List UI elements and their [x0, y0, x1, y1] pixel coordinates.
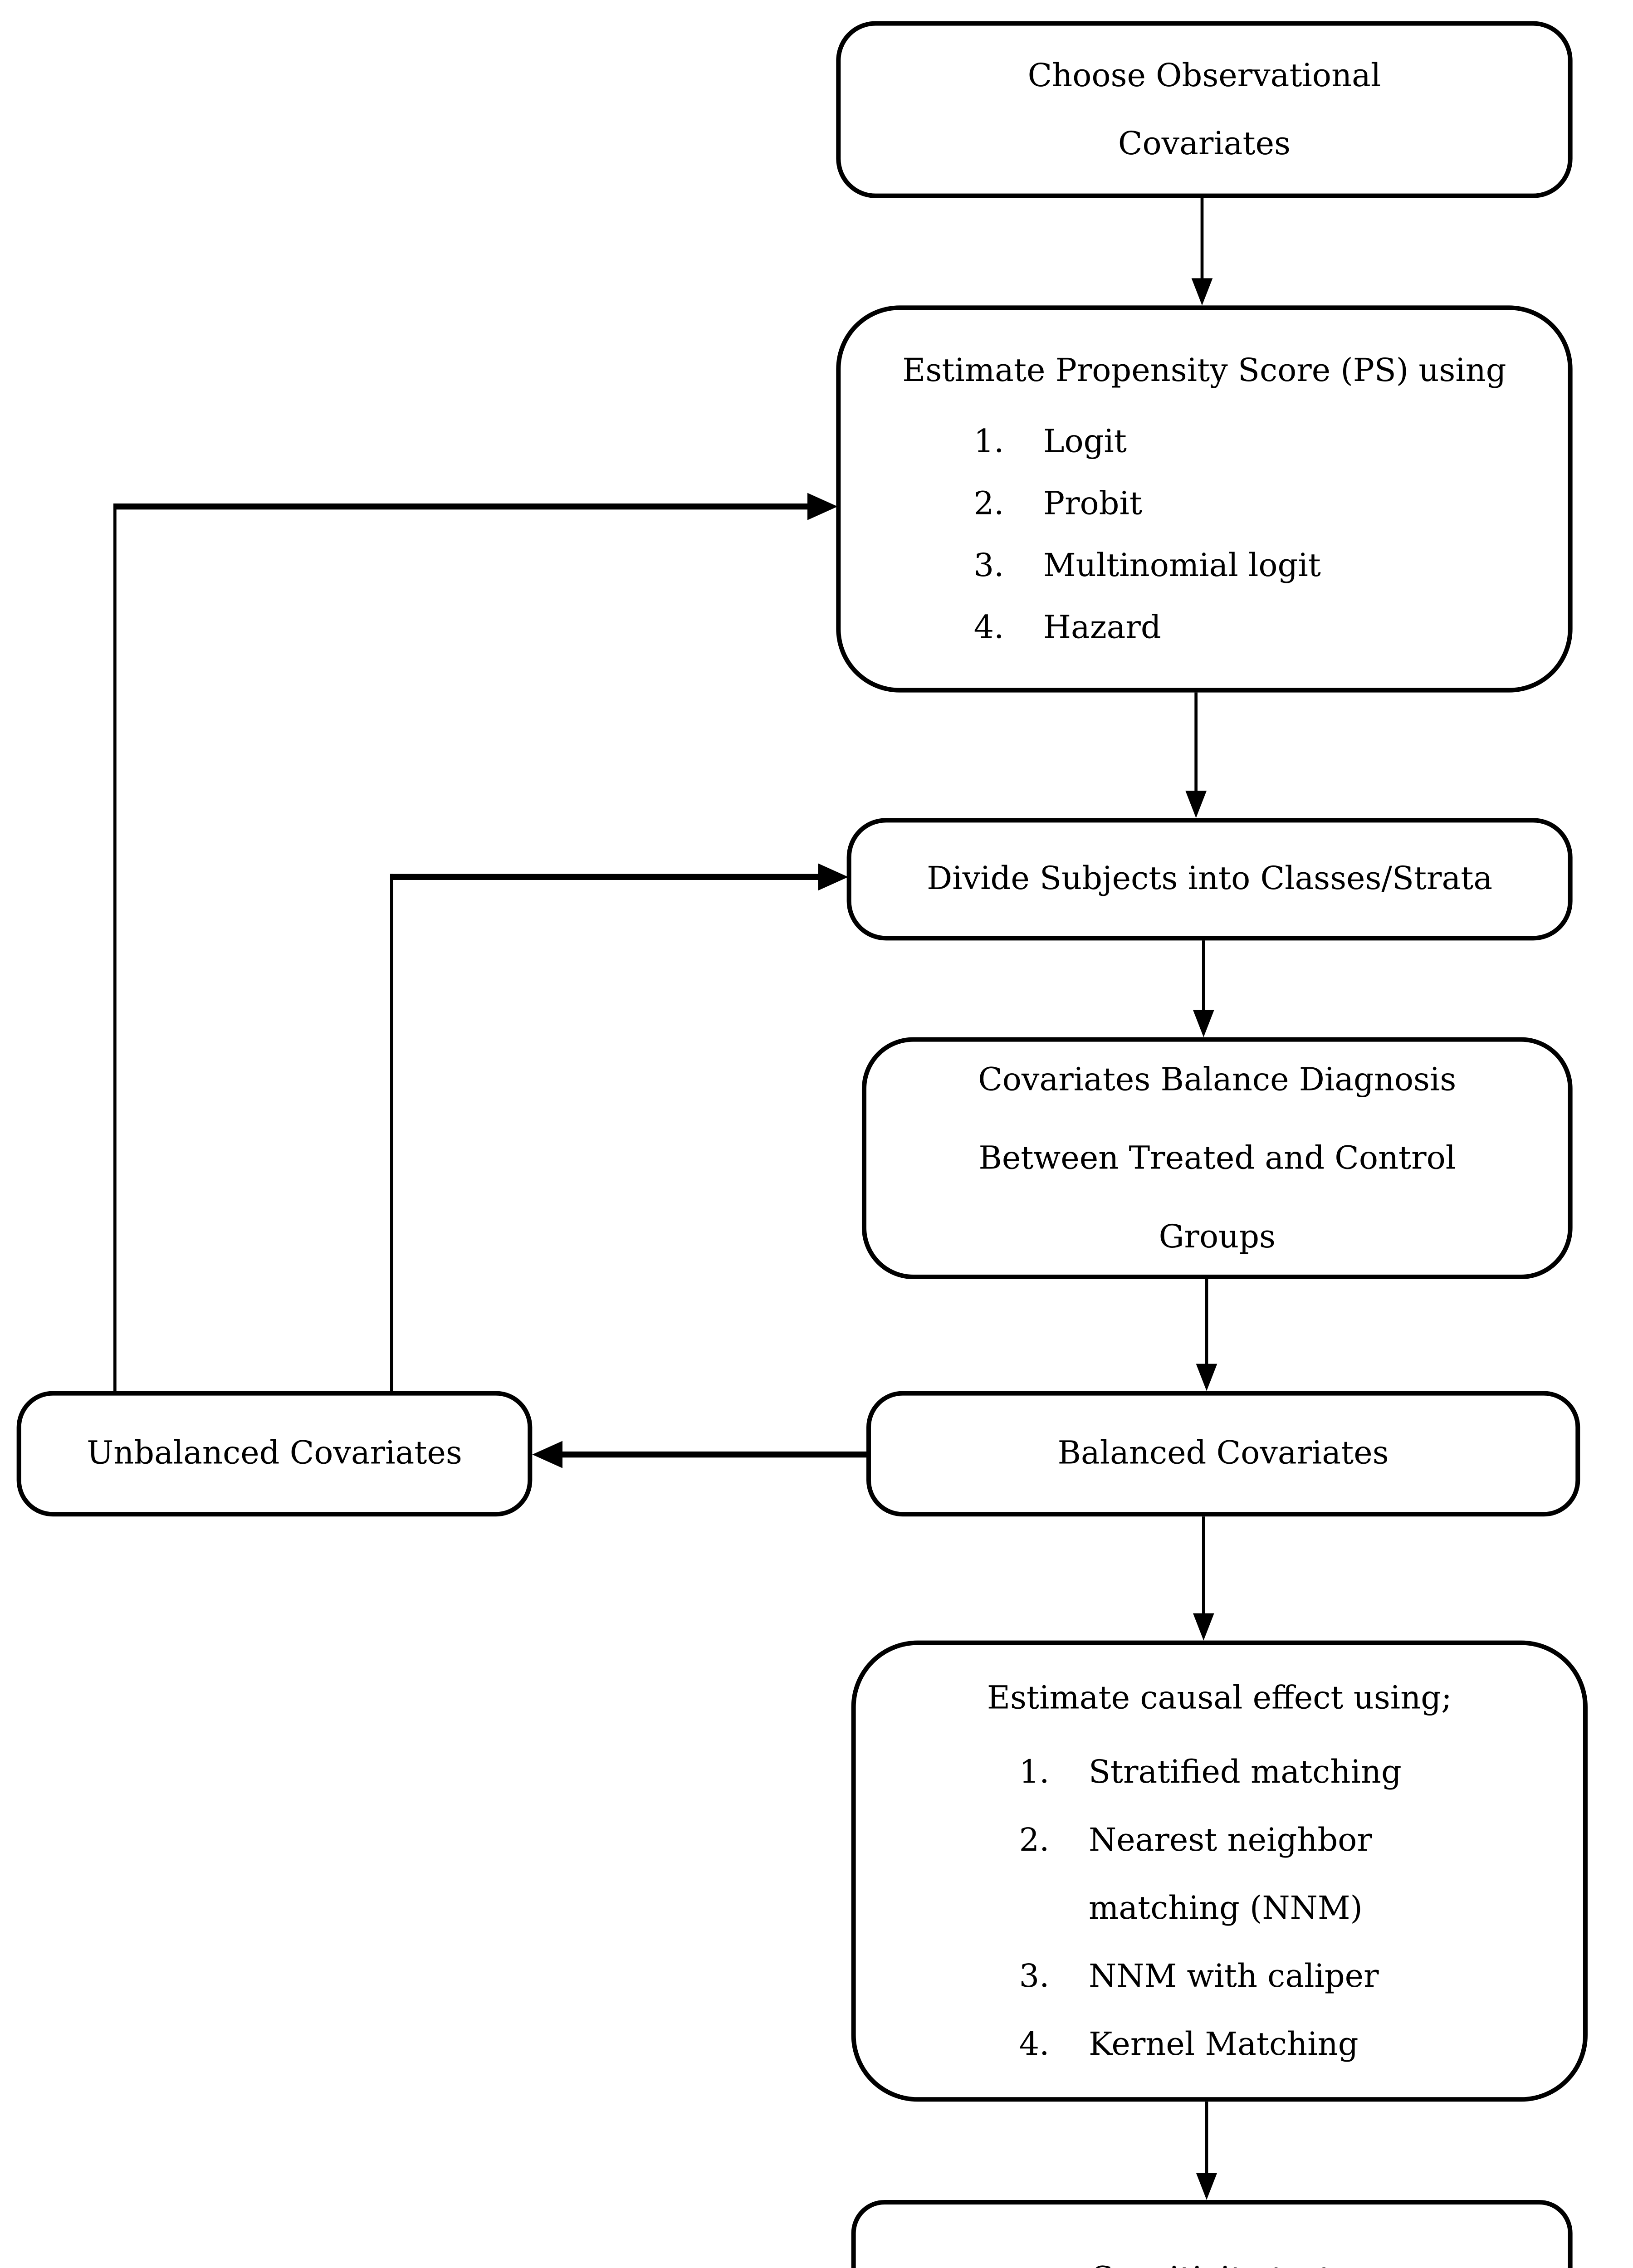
choose-line-2: Covariates — [1118, 124, 1291, 161]
estimate-causal-item-2: 2. Nearest neighbor — [1019, 1822, 1372, 1858]
node-divide-subjects: Divide Subjects into Classes/Strata — [846, 818, 1573, 941]
arrow-estimate-ps-to-divide-line — [1194, 692, 1198, 792]
arrow-balanced-to-causal-line — [1202, 1516, 1205, 1615]
feedback-unbalanced-to-estimate-ps-head — [807, 493, 838, 520]
estimate-ps-item-4: 4. Hazard — [974, 610, 1161, 646]
estimate-ps-item-2: 2. Probit — [974, 485, 1142, 522]
choose-line-1: Choose Observational — [1027, 58, 1381, 94]
estimate-causal-item-4-num: 4. — [1019, 2026, 1050, 2063]
arrow-causal-to-sensitivity-head — [1196, 2172, 1217, 2200]
feedback-unbalanced-to-divide-vline — [390, 874, 393, 1391]
arrow-balance-to-balanced-head — [1196, 1364, 1217, 1391]
estimate-causal-item-1-num: 1. — [1019, 1753, 1050, 1790]
estimate-ps-item-4-num: 4. — [973, 609, 1004, 646]
feedback-unbalanced-to-estimate-ps-vline — [113, 503, 117, 1391]
node-choose-observational-covariates: Choose Observational Covariates — [836, 21, 1573, 198]
estimate-causal-item-2-wrap: matching (NNM) — [1019, 1890, 1363, 1926]
arrow-divide-to-balance-line — [1202, 940, 1205, 1012]
estimate-causal-item-1-text: Stratified matching — [1088, 1753, 1402, 1790]
node-covariates-balance-diagnosis: Covariates Balance Diagnosis Between Tre… — [861, 1037, 1573, 1279]
arrow-balanced-to-causal-head — [1193, 1613, 1214, 1641]
arrow-choose-to-estimate-ps-head — [1191, 278, 1213, 306]
estimate-ps-item-2-text: Probit — [1043, 485, 1143, 522]
estimate-causal-item-3-text: NNM with caliper — [1088, 1958, 1379, 1995]
arrow-causal-to-sensitivity-line — [1205, 2102, 1208, 2175]
estimate-causal-item-3: 3. NNM with caliper — [1019, 1958, 1379, 1994]
estimate-ps-item-3-text: Multinomial logit — [1043, 547, 1321, 584]
balanced-label: Balanced Covariates — [1057, 1435, 1389, 1472]
balance-line-3: Groups — [1159, 1218, 1276, 1255]
divide-label: Divide Subjects into Classes/Strata — [927, 861, 1493, 898]
estimate-ps-item-1-text: Logit — [1043, 423, 1127, 459]
node-sensitivity-test: Sensitivity test — [851, 2200, 1573, 2268]
estimate-causal-item-2-text: Nearest neighbor — [1088, 1822, 1372, 1858]
estimate-ps-title: Estimate Propensity Score (PS) using — [902, 352, 1506, 388]
estimate-ps-item-3: 3. Multinomial logit — [974, 547, 1321, 584]
arrow-balanced-to-unbalanced-head — [532, 1441, 562, 1468]
estimate-causal-item-2-num: 2. — [1019, 1822, 1050, 1858]
arrow-divide-to-balance-head — [1193, 1010, 1214, 1037]
estimate-causal-item-3-num: 3. — [1019, 1958, 1050, 1995]
estimate-causal-item-2-text2: matching (NNM) — [1088, 1890, 1363, 1926]
node-estimate-propensity-score: Estimate Propensity Score (PS) using 1. … — [836, 305, 1573, 693]
balance-line-1: Covariates Balance Diagnosis — [978, 1061, 1457, 1098]
balance-line-2: Between Treated and Control — [978, 1140, 1456, 1177]
node-unbalanced-covariates: Unbalanced Covariates — [16, 1391, 533, 1517]
node-estimate-causal-effect: Estimate causal effect using; 1. Stratif… — [851, 1640, 1588, 2102]
estimate-causal-item-1: 1. Stratified matching — [1019, 1754, 1402, 1790]
feedback-unbalanced-to-divide-hline — [390, 874, 820, 880]
arrow-balanced-to-unbalanced-line — [561, 1451, 866, 1458]
estimate-ps-item-1-num: 1. — [973, 423, 1004, 459]
sensitivity-label: Sensitivity test — [1092, 2261, 1332, 2268]
estimate-causal-item-4-text: Kernel Matching — [1088, 2026, 1359, 2063]
feedback-unbalanced-to-divide-head — [818, 863, 848, 891]
feedback-unbalanced-to-estimate-ps-hline — [113, 503, 809, 510]
unbalanced-label: Unbalanced Covariates — [87, 1435, 462, 1472]
estimate-ps-item-4-text: Hazard — [1043, 609, 1161, 646]
estimate-causal-item-4: 4. Kernel Matching — [1019, 2027, 1359, 2063]
arrow-choose-to-estimate-ps-line — [1200, 198, 1204, 283]
arrow-estimate-ps-to-divide-head — [1185, 791, 1207, 818]
arrow-balance-to-balanced-line — [1205, 1279, 1208, 1365]
estimate-ps-item-3-num: 3. — [973, 547, 1004, 584]
estimate-ps-item-1: 1. Logit — [974, 423, 1127, 459]
node-balanced-covariates: Balanced Covariates — [866, 1391, 1580, 1517]
estimate-causal-title: Estimate causal effect using; — [987, 1679, 1452, 1716]
estimate-ps-item-2-num: 2. — [973, 485, 1004, 522]
